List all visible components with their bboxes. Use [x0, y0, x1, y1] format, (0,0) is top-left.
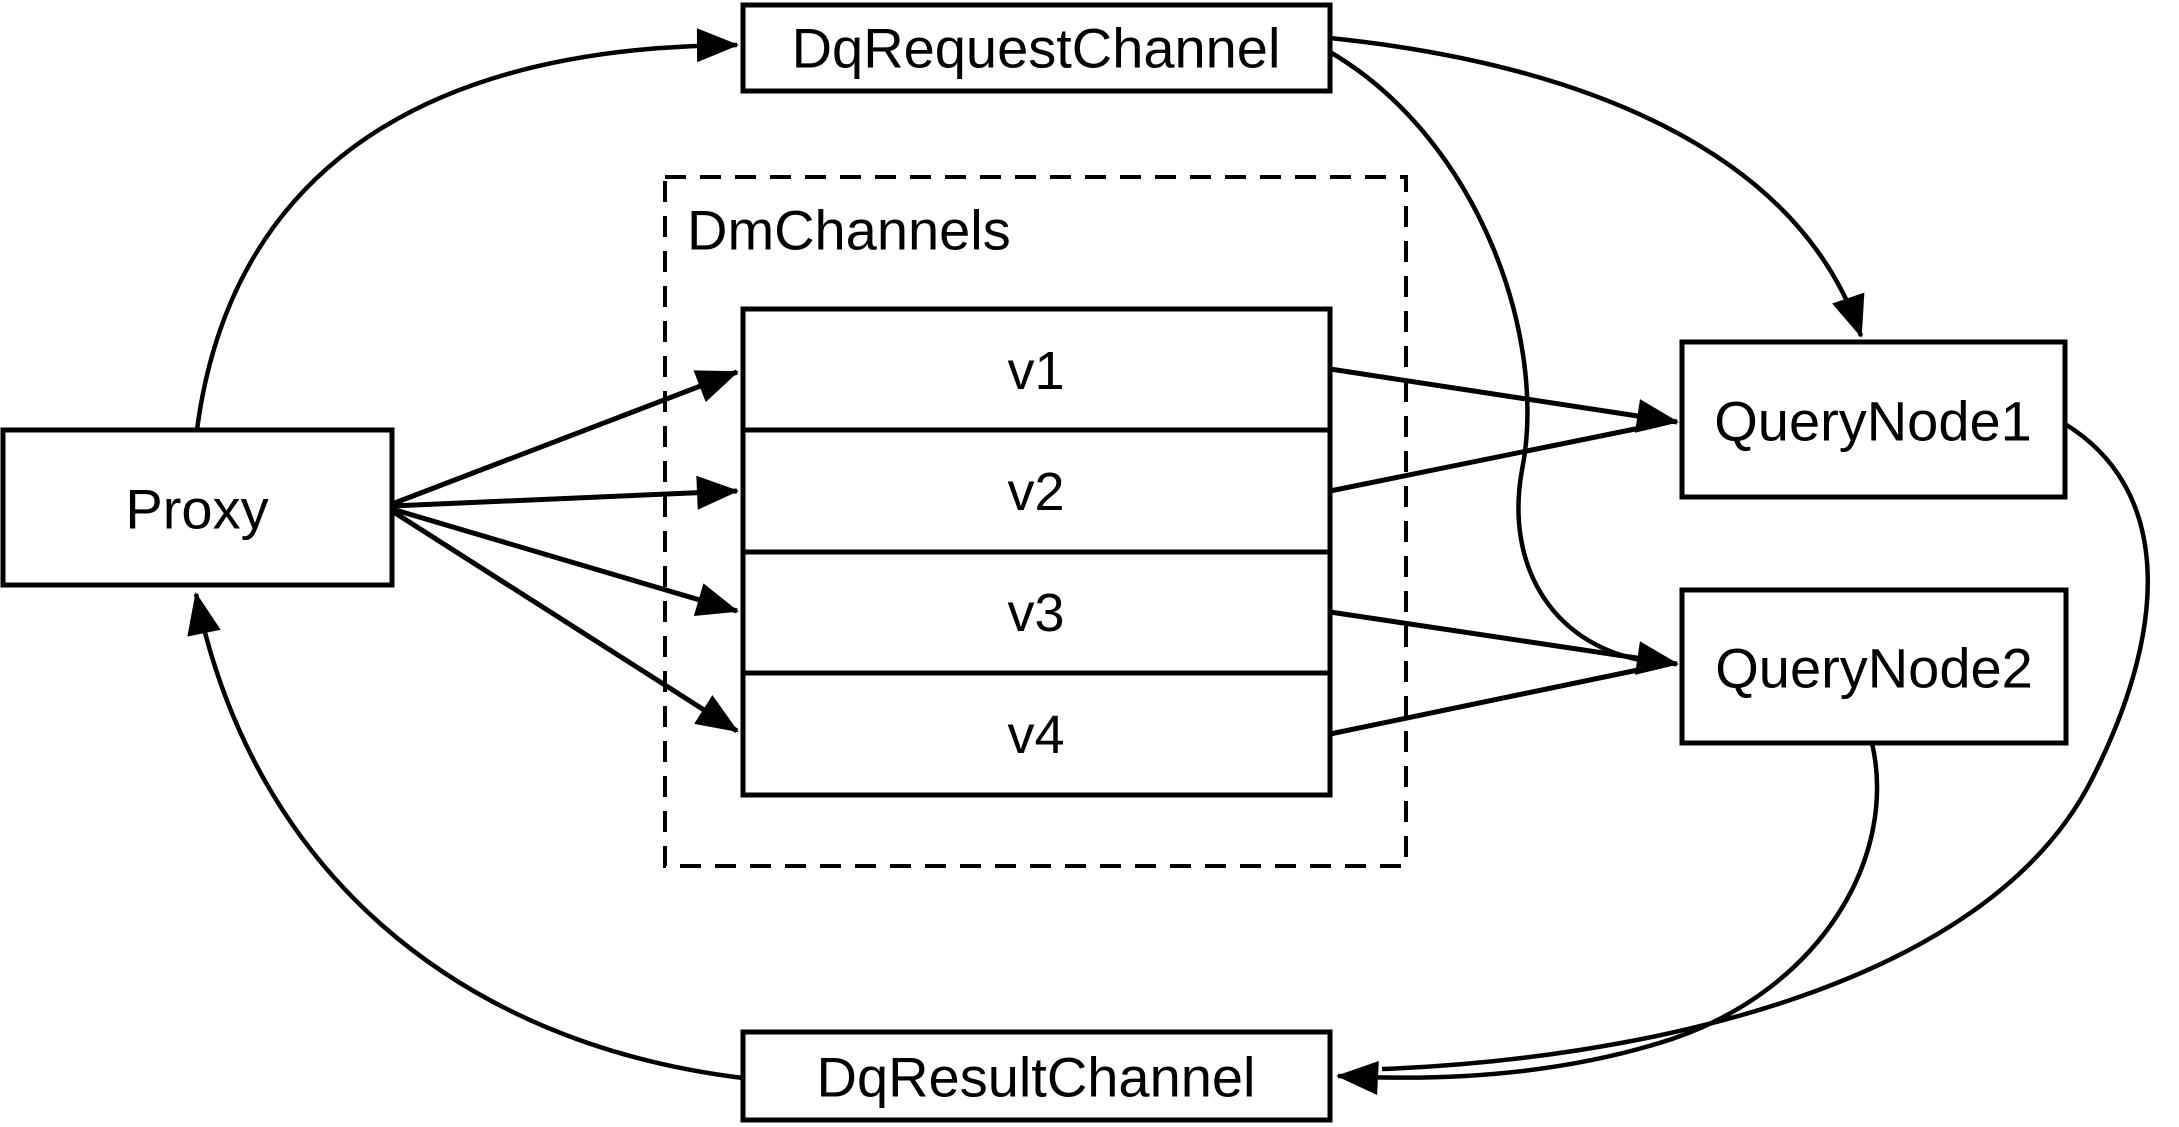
- node-dqrequestchannel-label: DqRequestChannel: [792, 17, 1281, 80]
- edge-proxy-to-v2: [391, 475, 739, 510]
- node-querynode1-label: QueryNode1: [1714, 390, 2032, 453]
- group-dmchannels-label: DmChannels: [687, 199, 1011, 262]
- channel-row-v1-label: v1: [1007, 341, 1064, 401]
- node-querynode1-box: [1679, 339, 2068, 500]
- channel-row-v2-label: v2: [1007, 462, 1064, 522]
- edge-proxy-to-v1: [391, 369, 739, 507]
- edge-dqrequestchannel-to-querynode2: [1328, 50, 1641, 663]
- edge-v2-to-querynode1: [1329, 425, 1641, 494]
- edge-proxy-to-v4: [390, 508, 739, 734]
- edge-v4-to-querynode2: [1329, 667, 1639, 737]
- edge-v3-to-querynode2: [1329, 609, 1679, 675]
- edge-dqresultchannel-to-proxy: [187, 592, 744, 1081]
- node-dqrequestchannel-box: [740, 2, 1333, 94]
- node-proxy-box: [0, 427, 395, 588]
- edge-v1-to-querynode1: [1329, 366, 1679, 433]
- edge-dqrequestchannel-to-querynode1: [1329, 35, 1865, 338]
- edge-proxy-to-v3: [391, 506, 739, 616]
- node-dqresultchannel-label: DqResultChannel: [817, 1046, 1256, 1109]
- group-dmchannels-box: [663, 175, 1408, 868]
- channel-row-v3-label: v3: [1007, 583, 1064, 643]
- node-dqresultchannel-box: [740, 1029, 1333, 1123]
- edge-proxy-to-dqrequestchannel: [194, 28, 739, 431]
- channel-row-v4-label: v4: [1007, 705, 1064, 765]
- node-proxy-label: Proxy: [125, 478, 268, 541]
- edge-querynode2-to-dqresultchannel: [1336, 742, 1880, 1096]
- node-querynode2-label: QueryNode2: [1715, 637, 2033, 700]
- node-querynode2-box: [1679, 587, 2069, 746]
- edge-querynode1-to-dqresultchannel: [1381, 422, 2150, 1072]
